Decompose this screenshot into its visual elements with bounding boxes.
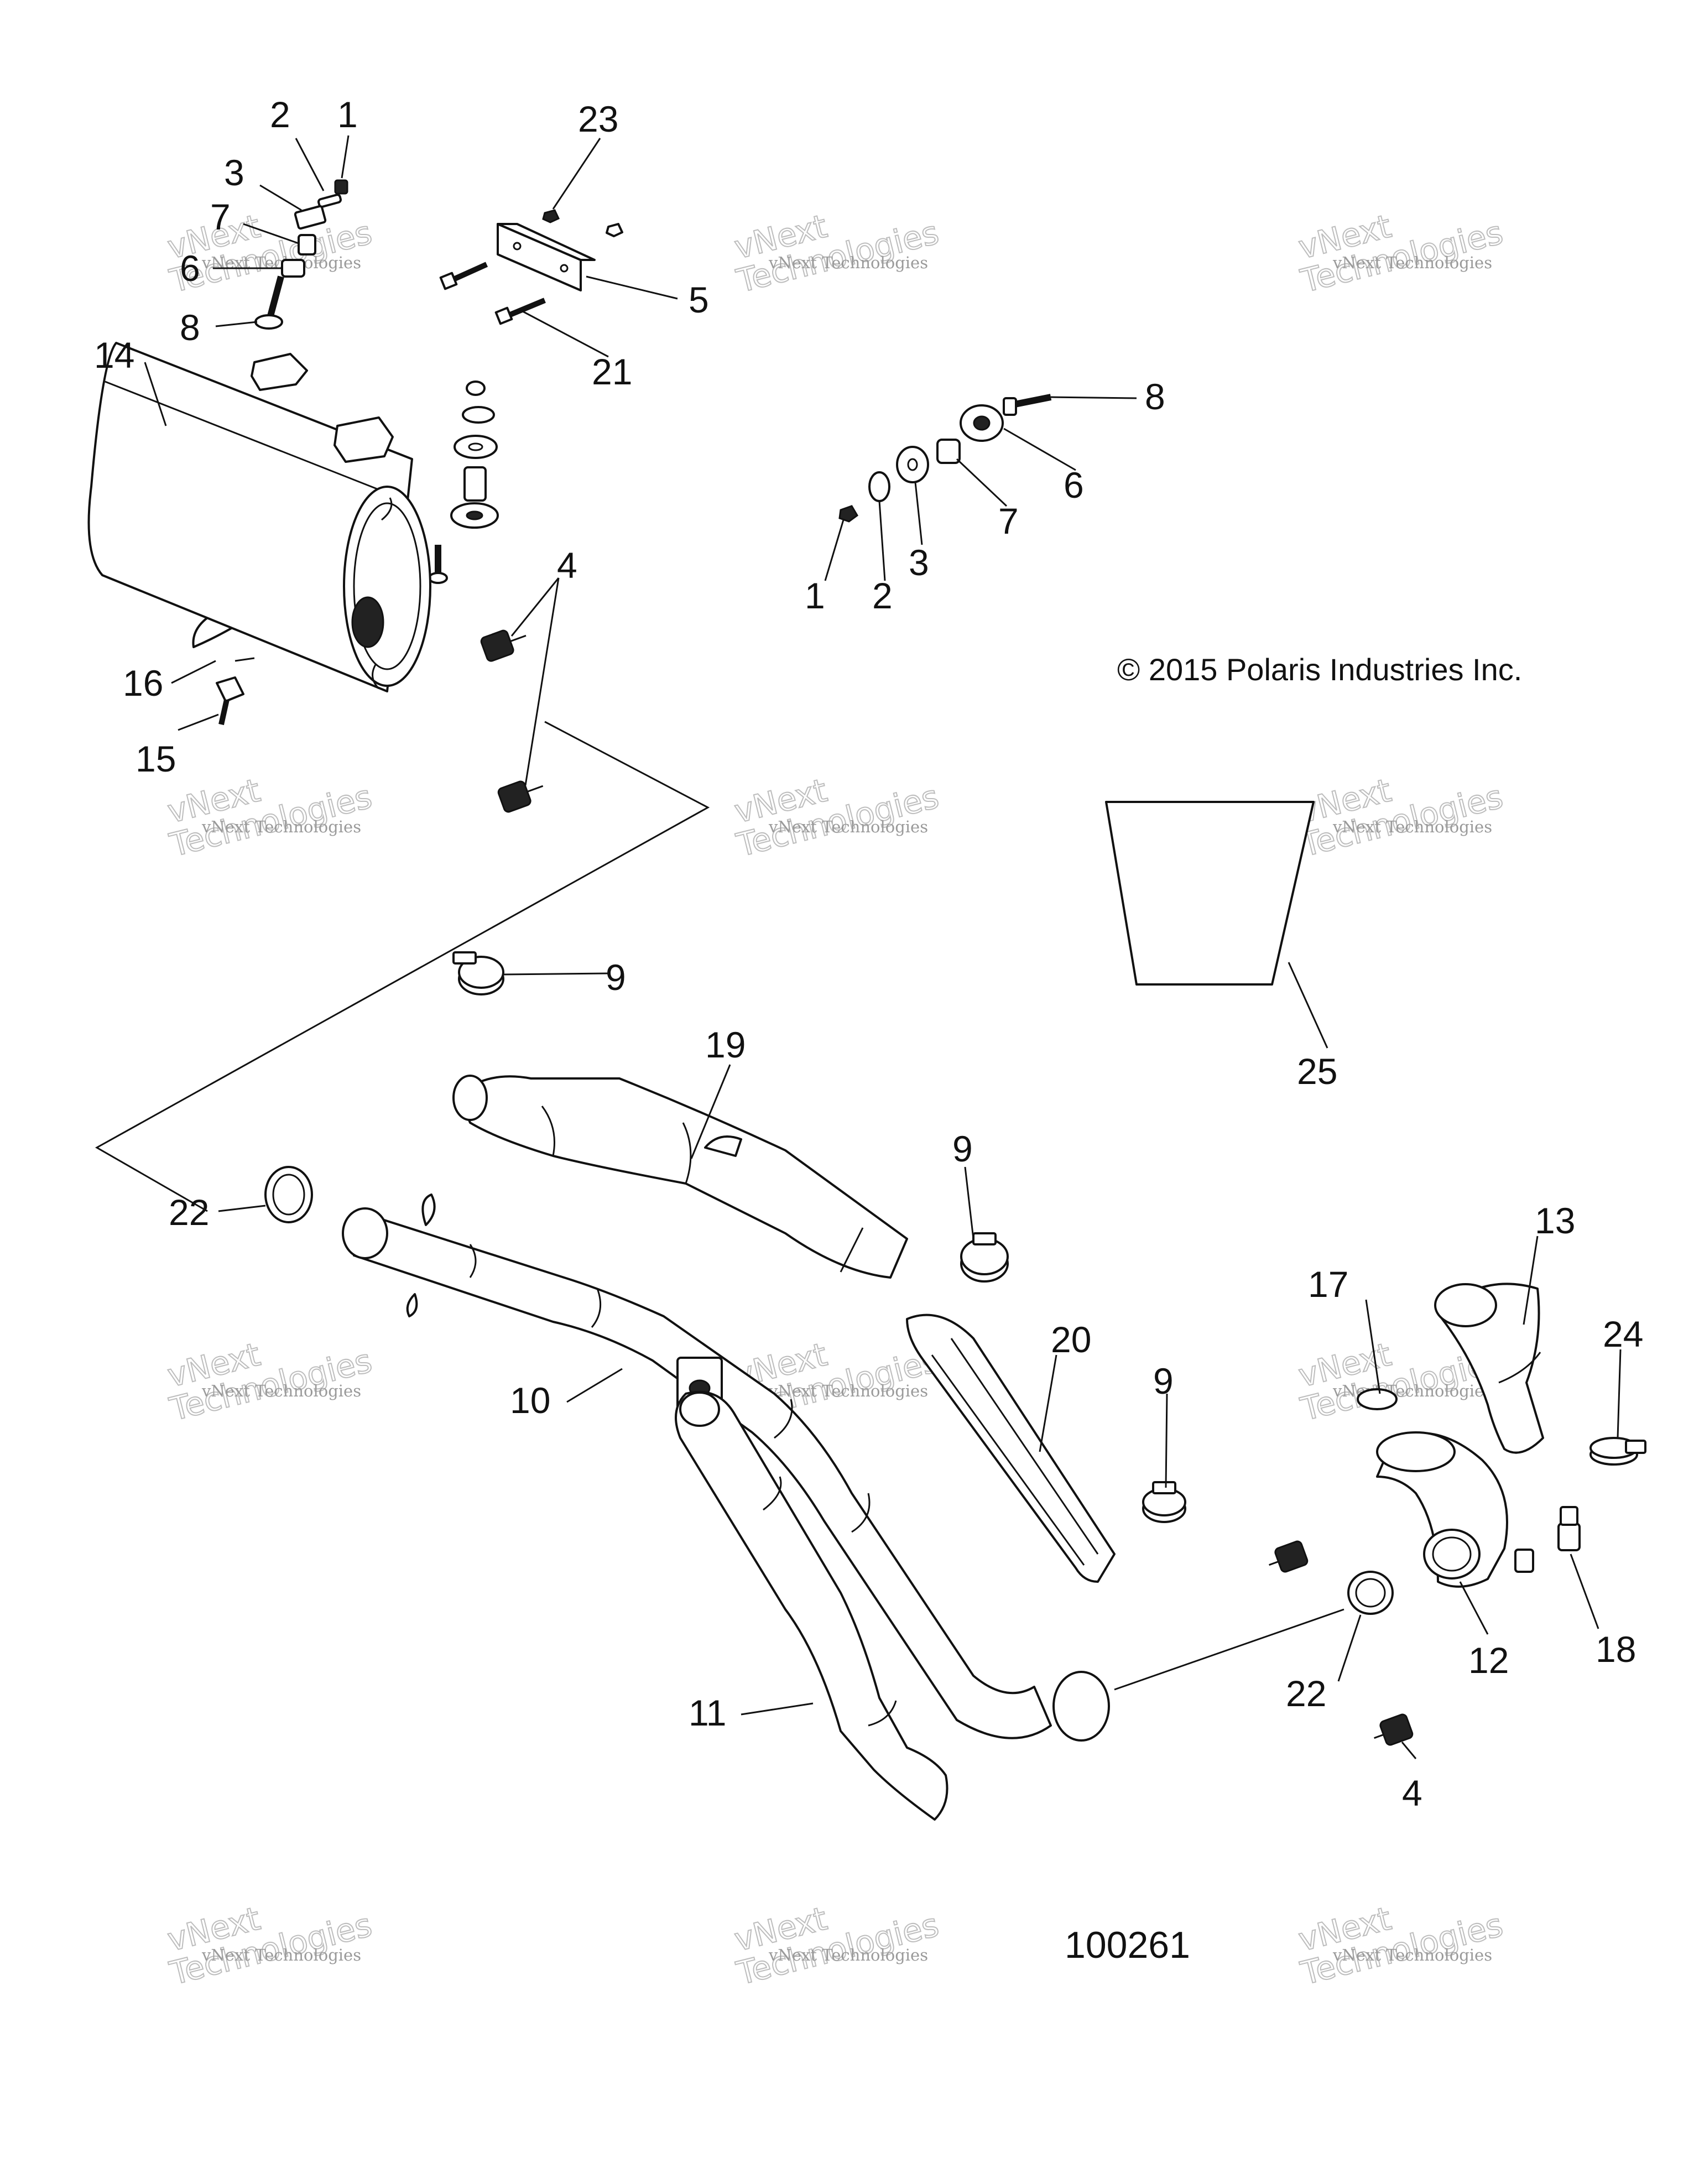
callout-17: 17 — [1308, 1264, 1348, 1305]
svg-text:vNext Technologies: vNext Technologies — [768, 817, 928, 836]
callout-7b: 7 — [998, 501, 1019, 541]
callout-9b: 9 — [952, 1128, 973, 1169]
exhaust-gaskets — [264, 1166, 1394, 1615]
callout-20: 20 — [1051, 1319, 1091, 1360]
clamp — [1142, 1481, 1186, 1523]
heat-shield-upper — [452, 1075, 908, 1279]
callout-22: 22 — [169, 1192, 209, 1233]
head-pipe-secondary — [675, 1390, 948, 1821]
watermark: vNext Technologies vNext Technologies — [730, 207, 943, 301]
clamp — [960, 1232, 1009, 1283]
head-pipe-flange — [1434, 1283, 1544, 1454]
callout-14: 14 — [94, 335, 134, 376]
svg-text:vNext Technologies: vNext Technologies — [201, 817, 361, 836]
callout-2: 2 — [270, 94, 290, 135]
muffler-isolator-stack — [428, 380, 499, 584]
callout-4b: 4 — [1402, 1773, 1422, 1813]
watermark: vNext Technologies vNext Technologies — [1294, 207, 1507, 301]
svg-text:vNext Technologies: vNext Technologies — [1332, 1946, 1492, 1964]
callout-4: 4 — [557, 545, 577, 586]
leader-lines — [144, 135, 1622, 1759]
callout-13: 13 — [1535, 1200, 1575, 1241]
callout-24: 24 — [1603, 1313, 1643, 1354]
heat-shield-decal — [1105, 801, 1315, 986]
clamp — [452, 951, 504, 995]
callout-8: 8 — [180, 307, 200, 348]
muffler-bracket — [439, 209, 623, 325]
callout-18: 18 — [1596, 1629, 1636, 1670]
callout-23: 23 — [578, 98, 618, 139]
muffler-fastener — [216, 657, 255, 726]
exhaust-springs — [480, 629, 1414, 1746]
watermark: vNext Technologies vNext Technologies — [730, 771, 943, 865]
callout-25: 25 — [1297, 1051, 1337, 1092]
watermark: vNext Technologies vNext Technologies — [1294, 1899, 1507, 1993]
watermark: vNext Technologies vNext Technologies — [1294, 771, 1507, 865]
callout-11: 11 — [689, 1692, 727, 1733]
mount-hardware-right — [838, 394, 1052, 523]
callout-5: 5 — [689, 279, 709, 320]
muffler — [87, 342, 431, 692]
exhaust-seal — [1357, 1388, 1398, 1410]
assembly-lines — [95, 721, 1344, 1691]
svg-text:vNext Technologies: vNext Technologies — [1332, 1382, 1492, 1400]
svg-text:vNext Technologies: vNext Technologies — [201, 1946, 361, 1964]
svg-text:vNext Technologies: vNext Technologies — [768, 253, 928, 272]
callout-6: 6 — [180, 248, 200, 289]
callout-22b: 22 — [1286, 1673, 1326, 1714]
callout-2b: 2 — [872, 575, 893, 616]
callout-16: 16 — [123, 663, 163, 703]
svg-text:vNext Technologies: vNext Technologies — [768, 1946, 928, 1964]
callout-12: 12 — [1468, 1640, 1509, 1681]
svg-text:vNext Technologies: vNext Technologies — [768, 1382, 928, 1400]
clamp — [1589, 1437, 1646, 1466]
callout-1: 1 — [337, 94, 358, 135]
watermark: vNext Technologies vNext Technologies — [163, 1899, 376, 1993]
callout-9c: 9 — [1153, 1361, 1174, 1401]
head-pipe-main — [342, 1193, 1110, 1742]
head-pipe-front — [1376, 1431, 1508, 1588]
figure-number: 100261 — [1065, 1924, 1190, 1966]
svg-text:vNext Technologies: vNext Technologies — [1332, 817, 1492, 836]
callout-3b: 3 — [909, 542, 929, 583]
copyright-notice: © 2015 Polaris Industries Inc. — [1117, 652, 1522, 687]
watermark: vNext Technologies vNext Technologies — [730, 1899, 943, 1993]
svg-text:vNext Technologies: vNext Technologies — [201, 1382, 361, 1400]
callout-9: 9 — [606, 957, 626, 998]
watermark: vNext Technologies vNext Technologies — [163, 1335, 376, 1429]
callout-7: 7 — [210, 196, 231, 237]
flange-bolts — [1514, 1506, 1581, 1573]
callout-10: 10 — [510, 1380, 550, 1421]
exhaust-clamps — [452, 951, 1646, 1523]
callouts: 1 2 3 7 6 8 23 5 21 14 8 6 7 3 2 1 4 16 … — [94, 94, 1643, 1966]
heat-shield-lower — [906, 1313, 1116, 1583]
callout-3: 3 — [224, 152, 244, 193]
svg-text:vNext Technologies: vNext Technologies — [1332, 253, 1492, 272]
callout-15: 15 — [135, 738, 176, 779]
callout-1b: 1 — [805, 575, 825, 616]
callout-8b: 8 — [1145, 376, 1165, 417]
watermark: vNext Technologies vNext Technologies — [163, 771, 376, 865]
callout-19: 19 — [705, 1024, 746, 1065]
callout-6b: 6 — [1064, 465, 1084, 505]
callout-21: 21 — [592, 351, 632, 392]
